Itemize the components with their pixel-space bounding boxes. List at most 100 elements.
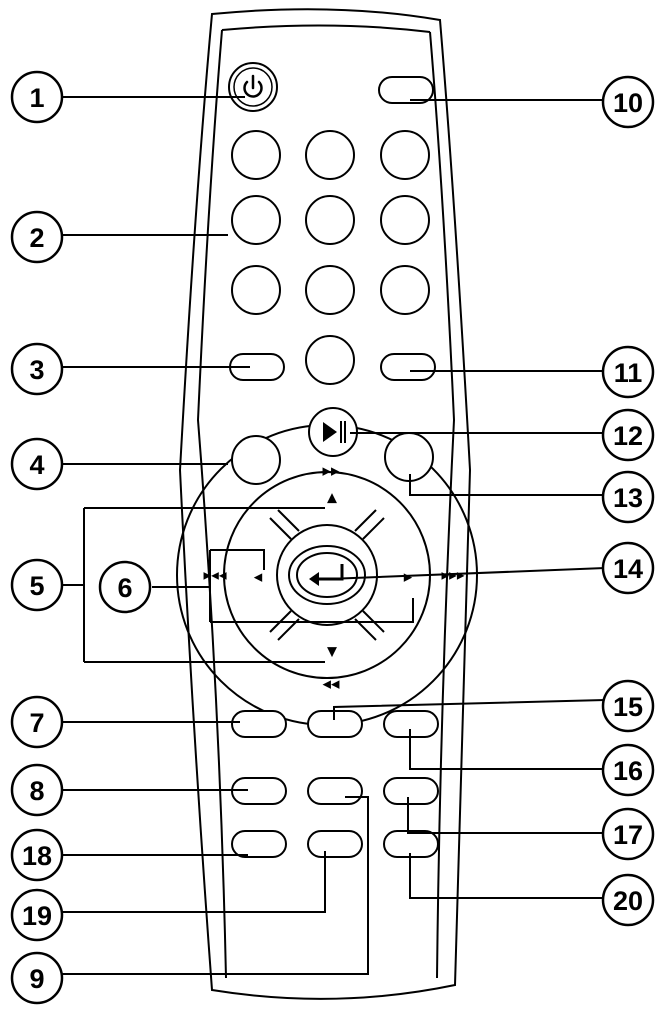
play-pause-icon bbox=[323, 421, 346, 443]
callout-circle bbox=[601, 679, 655, 733]
callout-circle bbox=[10, 210, 64, 264]
callout-number: 9 bbox=[29, 964, 44, 994]
callout-number: 13 bbox=[613, 483, 643, 513]
callout-8: 8 bbox=[10, 763, 64, 817]
callout-number: 17 bbox=[613, 820, 643, 850]
callout-number: 2 bbox=[29, 223, 44, 253]
number-button[interactable] bbox=[380, 265, 430, 315]
leader-5 bbox=[62, 507, 325, 663]
dpad-inner bbox=[276, 524, 378, 626]
callout-9: 9 bbox=[10, 951, 64, 1005]
callout-number: 3 bbox=[29, 355, 44, 385]
number-button[interactable] bbox=[231, 195, 281, 245]
dpad-divider bbox=[277, 509, 300, 532]
callout-20: 20 bbox=[601, 873, 655, 927]
remote-inner-rim-right bbox=[429, 31, 456, 979]
callout-circle bbox=[10, 763, 64, 817]
callout-circle bbox=[601, 75, 655, 129]
leader-20 bbox=[409, 853, 605, 899]
callout-7: 7 bbox=[10, 695, 64, 749]
callout-circle bbox=[601, 470, 655, 524]
arrow-right-icon: ▶ bbox=[404, 571, 413, 584]
callout-number: 6 bbox=[117, 573, 132, 603]
callout-circle bbox=[601, 408, 655, 462]
callout-number: 8 bbox=[29, 776, 44, 806]
number-button[interactable] bbox=[305, 195, 355, 245]
callout-number: 11 bbox=[614, 358, 643, 388]
number-button[interactable] bbox=[380, 195, 430, 245]
leader-19 bbox=[62, 851, 326, 913]
callout-number: 12 bbox=[613, 421, 643, 451]
remote-buttons bbox=[228, 62, 439, 858]
callout-circle bbox=[10, 951, 64, 1005]
leader-17 bbox=[407, 797, 605, 834]
button-13[interactable] bbox=[384, 432, 434, 482]
button-9[interactable] bbox=[307, 777, 363, 805]
number-button[interactable] bbox=[305, 265, 355, 315]
callout-number: 7 bbox=[29, 708, 44, 738]
arrow-down-icon: ▼ bbox=[327, 645, 337, 660]
callout-circle bbox=[601, 345, 655, 399]
leader-15 bbox=[333, 699, 606, 720]
skip-back-icon: ▶◀◀ bbox=[203, 571, 226, 582]
callout-3: 3 bbox=[10, 342, 64, 396]
callout-5: 5 bbox=[10, 558, 64, 612]
callout-circle bbox=[10, 342, 64, 396]
callout-18: 18 bbox=[10, 828, 64, 882]
leader-16 bbox=[409, 729, 605, 770]
callout-2: 2 bbox=[10, 210, 64, 264]
dpad-divider bbox=[362, 517, 385, 540]
leader-6 bbox=[152, 549, 414, 623]
button-19[interactable] bbox=[307, 830, 363, 858]
fast-forward-icon: ▶▶ bbox=[323, 465, 340, 478]
remote-top-edge bbox=[221, 24, 431, 33]
callout-circle bbox=[601, 873, 655, 927]
button-7[interactable] bbox=[231, 710, 287, 738]
callout-12: 12 bbox=[601, 408, 655, 462]
callout-circle bbox=[10, 70, 64, 124]
callout-14: 14 bbox=[601, 541, 655, 595]
number-button[interactable] bbox=[305, 335, 355, 385]
number-button[interactable] bbox=[231, 265, 281, 315]
callout-circle bbox=[10, 888, 64, 942]
callout-10: 10 bbox=[601, 75, 655, 129]
dpad-divider bbox=[269, 517, 292, 540]
callout-19: 19 bbox=[10, 888, 64, 942]
remote-inner-rim-left bbox=[196, 29, 227, 979]
rewind-icon: ◀◀ bbox=[323, 678, 340, 691]
dpad-divider bbox=[354, 509, 377, 532]
skip-forward-icon: ▶▶▶ bbox=[441, 571, 464, 582]
callout-number: 15 bbox=[613, 692, 643, 722]
power-icon bbox=[243, 74, 263, 98]
callout-circle bbox=[601, 541, 655, 595]
icons: ▶▶ ◀◀ ▶◀◀ ▶▶▶ ▲ ▼ ◀ ▶ bbox=[203, 74, 465, 691]
enter-button-inner bbox=[296, 552, 358, 598]
number-button[interactable] bbox=[380, 130, 430, 180]
callout-circle bbox=[601, 743, 655, 797]
leader-9 bbox=[62, 796, 369, 975]
button-18[interactable] bbox=[231, 830, 287, 858]
remote-outline bbox=[178, 8, 472, 1000]
callout-number: 14 bbox=[613, 554, 643, 584]
callout-circle bbox=[10, 437, 64, 491]
callout-circle bbox=[601, 807, 655, 861]
callout-number: 10 bbox=[613, 88, 643, 118]
callout-circle bbox=[98, 560, 152, 614]
callout-1: 1 bbox=[10, 70, 64, 124]
arrow-left-icon: ◀ bbox=[254, 571, 263, 584]
callout-16: 16 bbox=[601, 743, 655, 797]
number-button[interactable] bbox=[305, 130, 355, 180]
arrow-up-icon: ▲ bbox=[327, 491, 337, 506]
power-button-ring bbox=[233, 67, 273, 107]
button-4[interactable] bbox=[231, 435, 281, 485]
callout-number: 5 bbox=[29, 571, 44, 601]
button-10[interactable] bbox=[378, 76, 434, 104]
button-11[interactable] bbox=[380, 353, 436, 381]
leader-13 bbox=[409, 474, 605, 496]
leader-lines bbox=[62, 96, 606, 975]
callout-15: 15 bbox=[601, 679, 655, 733]
number-button[interactable] bbox=[231, 130, 281, 180]
button-17[interactable] bbox=[383, 777, 439, 805]
